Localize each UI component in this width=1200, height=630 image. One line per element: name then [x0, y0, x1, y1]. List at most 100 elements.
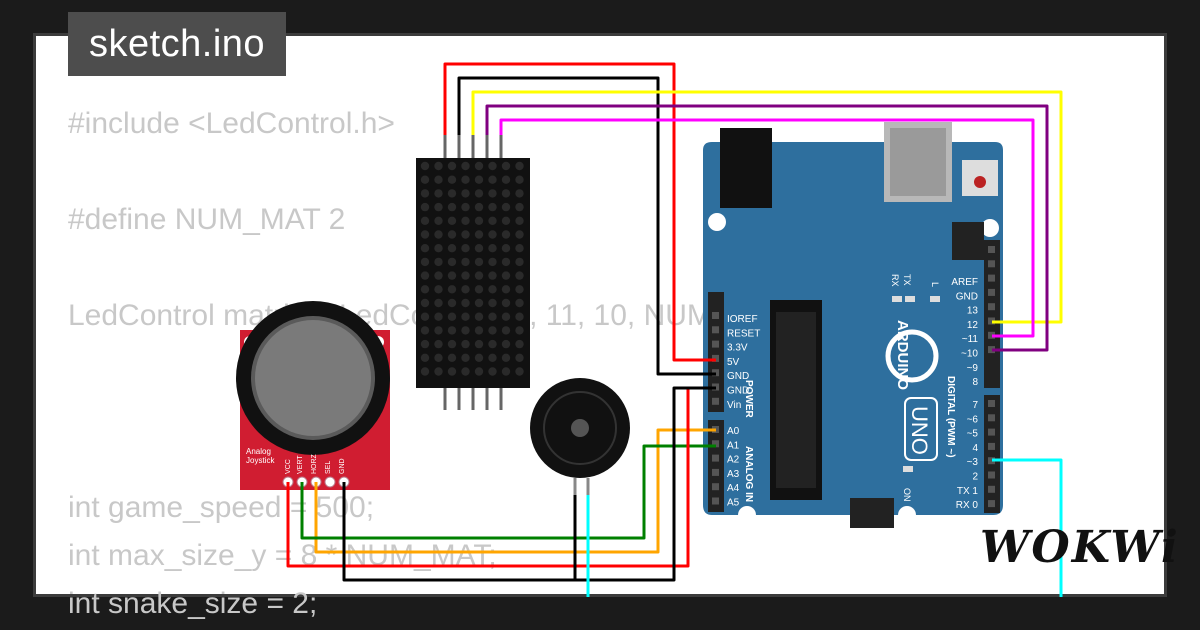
matrix-led — [488, 189, 497, 198]
matrix-led — [434, 339, 443, 349]
digital-header-pin[interactable] — [988, 288, 995, 296]
power-header-pin[interactable] — [712, 312, 719, 319]
matrix-led — [474, 216, 484, 225]
matrix-led — [420, 202, 430, 212]
matrix-led — [501, 175, 511, 184]
l-led-label: L — [930, 282, 940, 287]
digital-header-pin[interactable] — [988, 346, 995, 354]
wire-purple — [485, 104, 1049, 352]
buzzer[interactable] — [530, 378, 630, 495]
sketch-filename-tab[interactable]: sketch.ino — [68, 12, 286, 76]
analog-header-pin[interactable] — [712, 440, 719, 448]
digital-pin-label: AREF — [951, 277, 978, 288]
power-header-pin[interactable] — [712, 397, 719, 405]
digital-header-pin[interactable] — [988, 471, 995, 479]
matrix-led — [447, 175, 457, 184]
digital-pin-label: ~11 — [962, 334, 979, 345]
matrix-led — [501, 202, 511, 212]
matrix-led — [515, 202, 524, 212]
tx-led-label: TX — [902, 274, 912, 286]
digital-header-pin[interactable] — [988, 485, 995, 493]
matrix-led — [515, 244, 524, 253]
digital-pin-label: ~9 — [967, 363, 979, 374]
digital-header-pin[interactable] — [988, 442, 995, 450]
analog-header-pin[interactable] — [712, 468, 719, 476]
power-header-pin[interactable] — [712, 354, 719, 362]
matrix-led — [515, 175, 524, 184]
matrix-led — [474, 202, 484, 212]
matrix-led — [515, 285, 524, 294]
matrix-led — [434, 285, 443, 294]
digital-header-pin[interactable] — [988, 303, 995, 311]
matrix-led — [461, 367, 470, 376]
analog-pin-label: A2 — [727, 455, 740, 466]
matrix-led — [434, 312, 443, 321]
joystick-label: Joystick — [246, 456, 275, 465]
analog-header-pin[interactable] — [712, 497, 719, 505]
matrix-led — [501, 189, 511, 198]
matrix-led — [501, 161, 511, 171]
matrix-led — [474, 326, 484, 335]
matrix-led — [501, 257, 511, 267]
wire-yellow — [471, 90, 1063, 324]
digital-header-pin[interactable] — [988, 331, 995, 339]
digital-pin-label: 2 — [972, 472, 978, 483]
matrix-led — [461, 230, 470, 239]
joystick-pin-label: SEL — [325, 461, 332, 474]
digital-header-pin[interactable] — [988, 500, 995, 508]
matrix-led — [515, 257, 524, 267]
matrix-led — [447, 298, 457, 308]
matrix-led — [420, 312, 430, 321]
matrix-led — [447, 312, 457, 321]
power-pin-label: Vin — [727, 400, 741, 411]
digital-header-pin[interactable] — [988, 274, 995, 282]
joystick-pin-label: GND — [339, 458, 346, 474]
matrix-led — [434, 202, 443, 212]
wokwi-logo: WOKWi — [980, 522, 1180, 573]
matrix-led — [488, 202, 497, 212]
analog-joystick[interactable]: Analog Joystick VCC VERT HORZ SEL GND — [236, 301, 390, 490]
code-line: int game_speed = 500; — [68, 491, 375, 524]
analog-pin-label: A4 — [727, 483, 740, 494]
matrix-led — [420, 285, 430, 294]
matrix-led — [501, 298, 511, 308]
matrix-led — [461, 244, 470, 253]
board-model: UNO — [907, 406, 932, 455]
analog-header-pin[interactable] — [712, 483, 719, 491]
matrix-led — [420, 244, 430, 253]
matrix-led — [434, 161, 443, 171]
matrix-led — [474, 175, 484, 184]
board-logo: ARDUINO — [894, 320, 911, 390]
matrix-led — [420, 161, 430, 171]
digital-header-pin[interactable] — [988, 317, 995, 325]
matrix-led — [447, 230, 457, 239]
matrix-led — [474, 161, 484, 171]
matrix-led — [515, 326, 524, 335]
led-matrix[interactable] — [416, 135, 530, 410]
matrix-led — [501, 312, 511, 321]
matrix-led — [420, 175, 430, 184]
matrix-led — [488, 175, 497, 184]
digital-header-pin[interactable] — [988, 260, 995, 268]
matrix-led — [501, 230, 511, 239]
matrix-led — [447, 285, 457, 294]
matrix-led — [501, 367, 511, 376]
matrix-led — [420, 367, 430, 376]
matrix-led — [515, 271, 524, 280]
digital-header-pin[interactable] — [988, 457, 995, 465]
power-header-pin[interactable] — [712, 326, 719, 334]
matrix-led — [515, 353, 524, 362]
analog-header-pin[interactable] — [712, 454, 719, 462]
digital-header-pin[interactable] — [988, 246, 995, 253]
arduino-uno-board[interactable]: ARDUINO UNO ON L TX RX POWER ANALOG IN D… — [703, 122, 1003, 528]
matrix-led — [488, 271, 497, 280]
digital-header-pin[interactable] — [988, 400, 995, 407]
digital-header-pin[interactable] — [988, 414, 995, 422]
power-header-pin[interactable] — [712, 340, 719, 348]
digital-header-pin[interactable] — [988, 428, 995, 436]
matrix-led — [447, 326, 457, 335]
matrix-led — [420, 271, 430, 280]
matrix-led — [488, 326, 497, 335]
matrix-led — [501, 326, 511, 335]
wire-green — [300, 444, 716, 540]
